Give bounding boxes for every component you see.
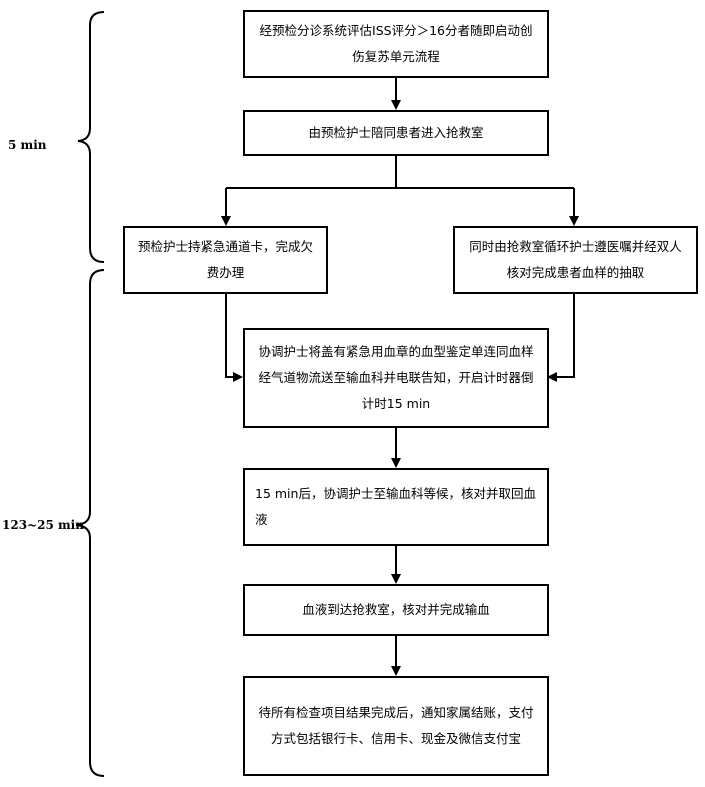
step2-box: 由预检护士陪同患者进入抢救室 xyxy=(243,110,549,156)
step5-text: 15 min后，协调护士至输血科等候，核对并取回血液 xyxy=(255,486,536,527)
step6-text: 血液到达抢救室，核对并完成输血 xyxy=(302,602,490,617)
step4-box: 协调护士将盖有紧急用血章的血型鉴定单连同血样经气道物流送至输血科并电联告知，开启… xyxy=(243,328,549,428)
step2-text: 由预检护士陪同患者进入抢救室 xyxy=(308,125,484,140)
step3a-text: 预检护士持紧急通道卡，完成欠费办理 xyxy=(137,239,313,280)
step3b-box: 同时由抢救室循环护士遵医嘱并经双人核对完成患者血样的抽取 xyxy=(453,226,698,294)
step3b-text: 同时由抢救室循环护士遵医嘱并经双人核对完成患者血样的抽取 xyxy=(469,239,682,280)
step7-box: 待所有检查项目结果完成后，通知家属结账，支付方式包括银行卡、信用卡、现金及微信支… xyxy=(243,676,549,776)
step6-box: 血液到达抢救室，核对并完成输血 xyxy=(243,584,549,636)
brace-phase1 xyxy=(77,11,105,263)
phase2-label: 123~25 min xyxy=(2,518,84,532)
brace-phase2 xyxy=(75,269,105,777)
step1-box: 经预检分诊系统评估ISS评分＞16分者随即启动创伤复苏单元流程 xyxy=(243,10,549,78)
step1-text: 经预检分诊系统评估ISS评分＞16分者随即启动创伤复苏单元流程 xyxy=(259,23,533,64)
phase1-label: 5 min xyxy=(8,138,47,152)
arrow-step3a-step4 xyxy=(225,294,243,382)
step4-text: 协调护士将盖有紧急用血章的血型鉴定单连同血样经气道物流送至输血科并电联告知，开启… xyxy=(258,344,534,411)
arrow-step3b-step4 xyxy=(547,294,575,382)
step7-text: 待所有检查项目结果完成后，通知家属结账，支付方式包括银行卡、信用卡、现金及微信支… xyxy=(258,705,534,746)
step3a-box: 预检护士持紧急通道卡，完成欠费办理 xyxy=(123,226,328,294)
step5-box: 15 min后，协调护士至输血科等候，核对并取回血液 xyxy=(243,468,549,546)
